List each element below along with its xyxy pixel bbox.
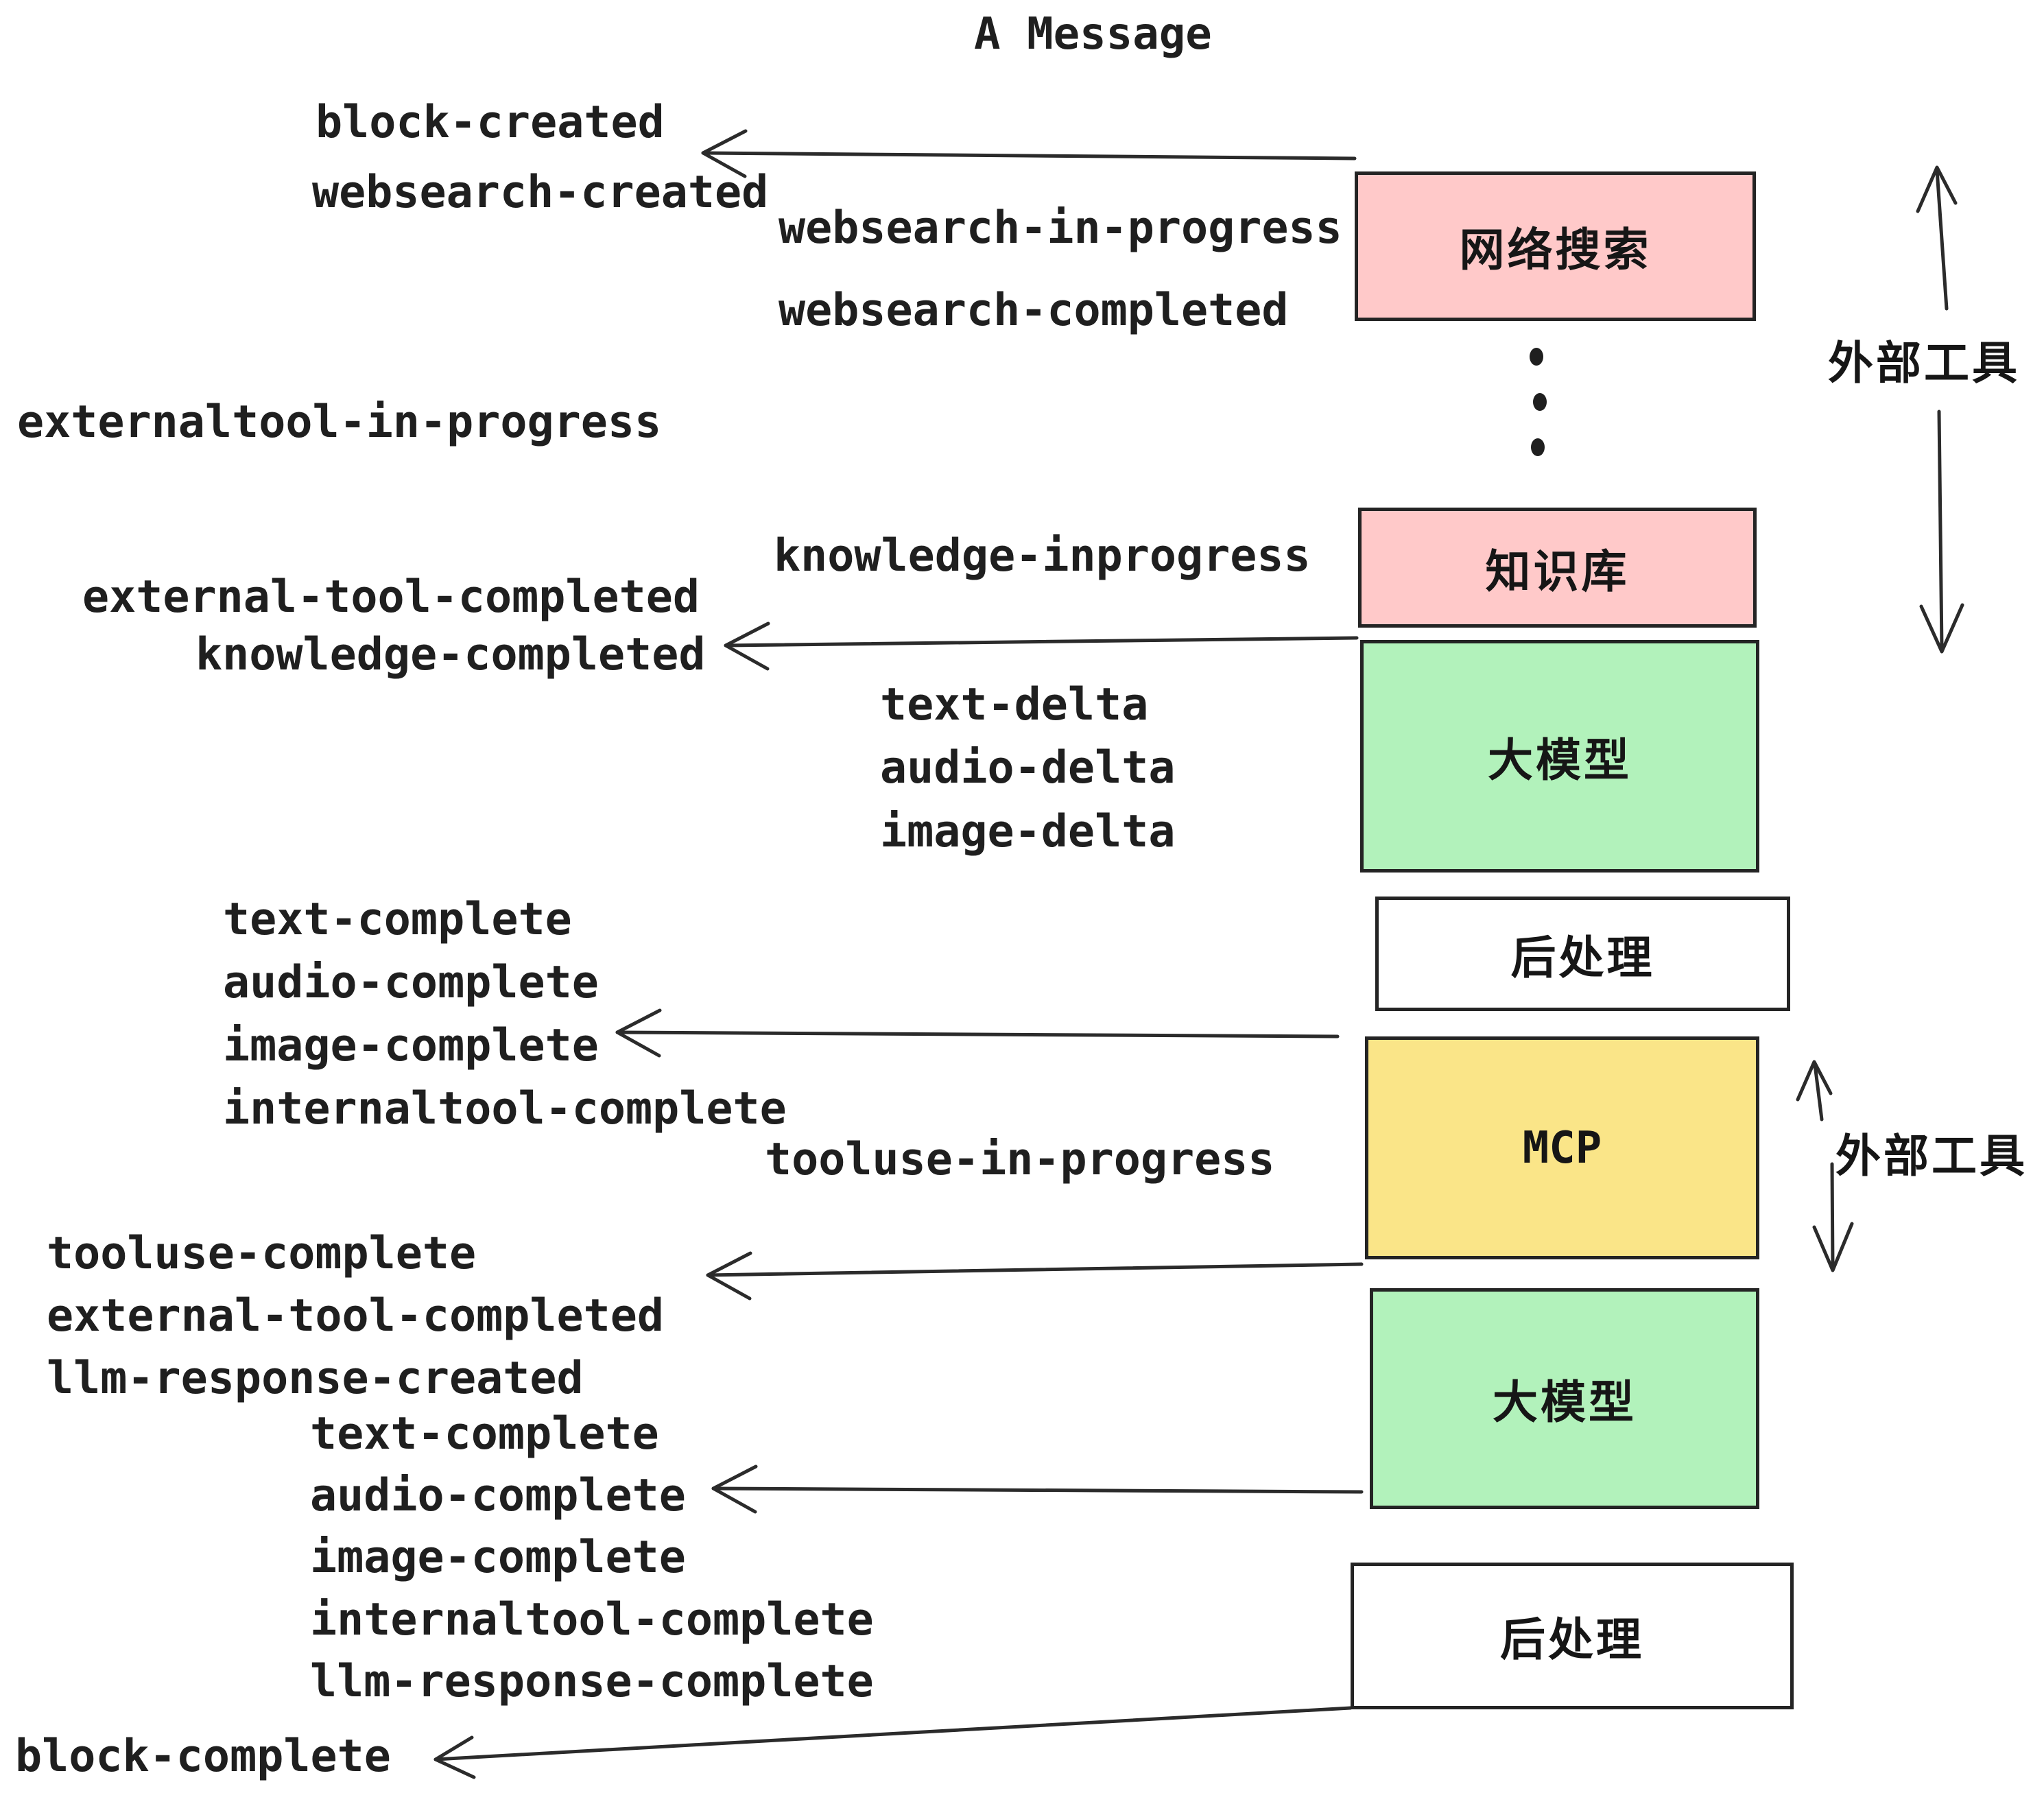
box-websearch: 网络搜索 <box>1355 171 1756 321</box>
event-label-llm-response-created: llm-response-created <box>47 1353 584 1404</box>
event-label-internaltool-complete-2: internaltool-complete <box>310 1594 874 1646</box>
event-label-audio-complete-2: audio-complete <box>310 1470 686 1521</box>
arrow-websearch-created <box>701 129 1357 178</box>
event-label-block-complete: block-complete <box>15 1731 391 1782</box>
box-mcp-label: MCP <box>1522 1122 1602 1174</box>
arrow-tooluse-complete <box>706 1251 1364 1301</box>
event-label-text-delta-1: text-delta <box>880 679 1149 731</box>
event-label-external-tool-completed-2: external-tool-completed <box>47 1290 665 1342</box>
box-websearch-label: 网络搜索 <box>1459 224 1652 275</box>
box-llm-2-label: 大模型 <box>1493 1377 1637 1427</box>
event-label-knowledge-completed: knowledge-completed <box>195 629 706 680</box>
box-knowledge: 知识库 <box>1358 508 1757 628</box>
event-label-audio-complete-1: audio-complete <box>223 957 599 1008</box>
external-tools-up-arrow-2 <box>1796 1060 1833 1121</box>
external-tools-down-arrow-2 <box>1812 1162 1854 1272</box>
event-label-websearch-in-progress: websearch-in-progress <box>779 202 1342 254</box>
box-llm-2: 大模型 <box>1370 1288 1759 1509</box>
event-label-internaltool-complete-1: internaltool-complete <box>223 1083 787 1135</box>
external-tools-up-arrow-1 <box>1916 165 1958 311</box>
event-label-audio-delta-1: audio-delta <box>880 742 1176 794</box>
event-label-llm-response-complete: llm-response-complete <box>310 1656 874 1707</box>
event-label-externaltool-in-progress: externaltool-in-progress <box>17 396 662 448</box>
event-label-image-delta-1: image-delta <box>880 806 1176 857</box>
event-label-knowledge-inprogress: knowledge-inprogress <box>774 530 1311 582</box>
event-label-image-complete-1: image-complete <box>223 1020 599 1071</box>
event-label-websearch-created: websearch-created <box>312 167 769 218</box>
box-post-processing-1: 后处理 <box>1375 897 1790 1011</box>
box-knowledge-label: 知识库 <box>1485 545 1630 597</box>
box-post-processing-2: 后处理 <box>1351 1563 1794 1709</box>
event-label-tooluse-in-progress: tooluse-in-progress <box>765 1134 1275 1185</box>
diagram-title: A Message <box>974 9 1212 60</box>
arrow-knowledge-completed <box>724 621 1359 671</box>
box-llm-1-label: 大模型 <box>1488 734 1632 785</box>
external-tools-label-1: 外部工具 <box>1828 337 2020 388</box>
event-label-external-tool-completed-1: external-tool-completed <box>82 571 700 623</box>
event-label-text-complete-2: text-complete <box>310 1408 659 1460</box>
external-tools-label-2: 外部工具 <box>1835 1130 2028 1181</box>
box-mcp: MCP <box>1365 1036 1759 1259</box>
ellipsis-dots-icon <box>1530 348 1547 456</box>
external-tools-down-arrow-1 <box>1919 410 1964 654</box>
event-label-image-complete-2: image-complete <box>310 1532 686 1583</box>
arrow-audio-complete <box>711 1464 1364 1514</box>
box-llm-1: 大模型 <box>1360 640 1759 873</box>
arrow-image-complete <box>615 1008 1340 1058</box>
event-label-tooluse-complete: tooluse-complete <box>47 1228 477 1279</box>
event-label-text-complete-1: text-complete <box>223 894 572 945</box>
box-post-processing-2-label: 后处理 <box>1500 1614 1644 1665</box>
event-label-websearch-completed: websearch-completed <box>779 285 1289 336</box>
event-label-block-created: block-created <box>316 97 665 148</box>
arrow-block-complete <box>433 1706 1353 1779</box>
box-post-processing-1-label: 后处理 <box>1510 931 1655 983</box>
